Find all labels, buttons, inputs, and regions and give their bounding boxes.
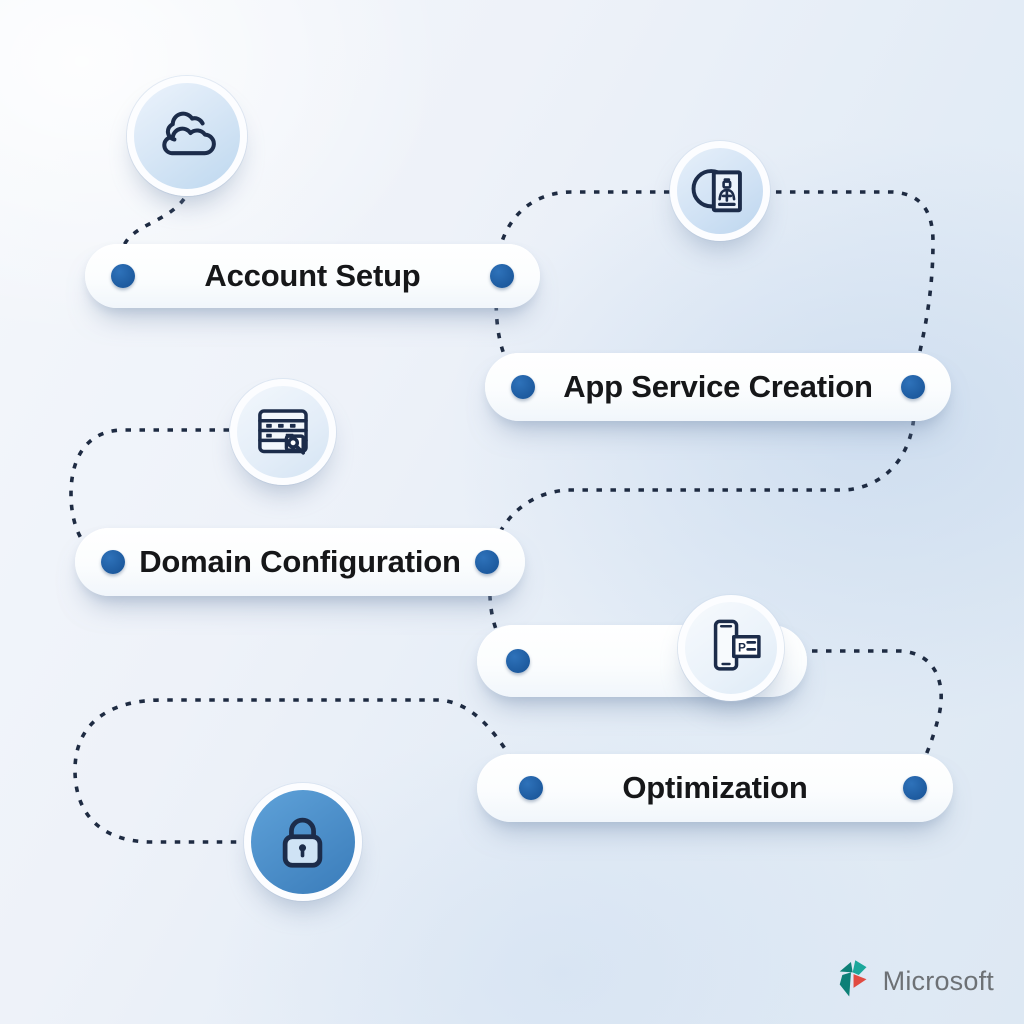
- connector-account-setup-to-app-service-top: [495, 190, 935, 383]
- id-badge-icon: [670, 141, 770, 241]
- connector-dot: [101, 550, 125, 574]
- server-search-icon: [230, 379, 336, 485]
- step-label: Account Setup: [204, 258, 421, 293]
- step-label: Domain Configuration: [139, 544, 461, 579]
- step-label: App Service Creation: [563, 369, 873, 404]
- connector-dot: [490, 264, 514, 288]
- lock-icon: [244, 783, 362, 901]
- connector-dot: [506, 649, 530, 673]
- connector-dot: [111, 264, 135, 288]
- step-label: Optimization: [622, 770, 808, 805]
- connector-dot: [519, 776, 543, 800]
- connector-dot: [901, 375, 925, 399]
- phone-card-icon: P: [678, 595, 784, 701]
- connector-dot: [511, 375, 535, 399]
- cloud-icon: [127, 76, 247, 196]
- brand-name: Microsoft: [882, 965, 994, 996]
- phone-badge-letter: P: [738, 640, 746, 654]
- connector-dot: [475, 550, 499, 574]
- microsoft-logo-icon: [839, 960, 867, 997]
- step-pill-account-setup: Account Setup: [85, 244, 540, 308]
- connector-server-to-domain-config: [69, 428, 229, 561]
- step-pill-optimization: Optimization: [477, 754, 953, 822]
- step-pill-app-service-creation: App Service Creation: [485, 353, 951, 421]
- connector-dot: [903, 776, 927, 800]
- brand-footer: Microsoft: [838, 958, 994, 1004]
- step-pill-domain-configuration: Domain Configuration: [75, 528, 525, 596]
